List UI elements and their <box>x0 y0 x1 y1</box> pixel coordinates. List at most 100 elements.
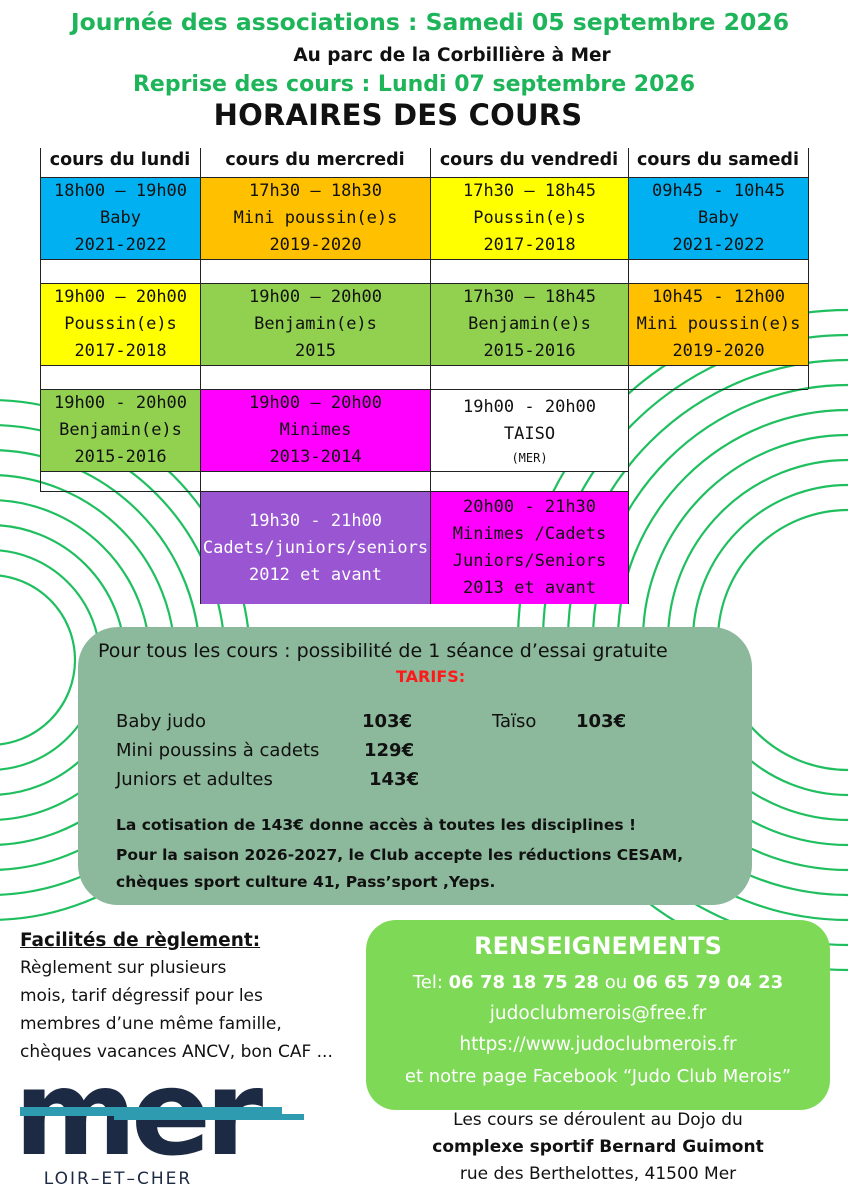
phone-number-2[interactable]: 06 65 79 04 23 <box>632 972 784 993</box>
price-label-mini-poussins: Mini poussins à cadets <box>116 740 320 761</box>
payment-line-1: Règlement sur plusieurs <box>20 958 227 978</box>
page-title: HORAIRES DES COURS <box>213 98 583 132</box>
contact-title: RENSEIGNEMENTS <box>474 932 722 960</box>
trial-session-text: Pour tous les cours : possibilité de 1 s… <box>98 640 668 662</box>
schedule-cell-group: Benjamin(e)s <box>59 420 182 440</box>
tarifs-box: Pour tous les cours : possibilité de 1 s… <box>78 627 752 905</box>
schedule-cell-group: Minimes <box>279 420 352 440</box>
table-gridline <box>40 389 808 390</box>
phone-or: ou <box>604 972 628 993</box>
schedule-cell-years: 2017-2018 <box>74 341 167 361</box>
column-header-0: cours du lundi <box>49 150 191 170</box>
price-label-baby: Baby judo <box>116 711 207 732</box>
schedule-cell-time: 09h45 - 10h45 <box>651 181 786 201</box>
schedule-cell-time: 17h30 – 18h45 <box>462 181 597 201</box>
price-value-juniors: 143€ <box>369 769 420 790</box>
mer-logo-teal-swoosh-2 <box>114 1114 304 1120</box>
column-header-3: cours du samedi <box>637 150 799 170</box>
facebook-page-text[interactable]: et notre page Facebook “Judo Club Merois… <box>404 1066 792 1087</box>
schedule-cell-years: 2012 et avant <box>248 564 383 585</box>
discounts-note-line2: chèques sport culture 41, Pass’sport ,Ye… <box>116 873 496 891</box>
table-gridline <box>40 471 628 472</box>
schedule-cell-years: 2013-2014 <box>269 447 362 467</box>
schedule-cell-years: 2015-2016 <box>483 341 576 361</box>
email-link[interactable]: judoclubmerois@free.fr <box>489 1003 707 1024</box>
tarifs-title: TARIFS: <box>396 667 466 686</box>
payment-title: Facilités de règlement: <box>20 930 261 951</box>
price-value-taiso: 103€ <box>576 711 627 732</box>
schedule-cell-time: 10h45 - 12h00 <box>651 287 786 307</box>
schedule-cell-time: 18h00 – 19h00 <box>53 181 188 201</box>
mer-logo-subtitle: LOIR–ET–CHER <box>44 1169 192 1189</box>
schedule-cell-group: Poussin(e)s <box>64 314 177 334</box>
schedule-cell-group: Mini poussin(e)s <box>636 314 801 334</box>
website-link[interactable]: https://www.judoclubmerois.fr <box>459 1034 737 1055</box>
association-day-heading: Journée des associations : Samedi 05 sep… <box>70 8 790 36</box>
mer-logo-teal-swoosh-1 <box>20 1107 282 1116</box>
phone-number-1[interactable]: 06 78 18 75 28 <box>448 972 599 993</box>
table-gridline <box>430 148 431 604</box>
price-label-taiso: Taïso <box>492 711 537 732</box>
schedule-cell-time: 19h30 - 21h00 <box>248 510 383 531</box>
table-gridline <box>40 177 808 178</box>
schedule-cell-group: Baby <box>698 208 739 228</box>
location-line-3: rue des Berthelottes, 41500 Mer <box>459 1164 737 1184</box>
schedule-cell-group: Minimes /Cadets <box>452 524 607 544</box>
classes-resume-heading: Reprise des cours : Lundi 07 septembre 2… <box>132 72 696 97</box>
table-gridline <box>628 148 629 604</box>
table-gridline <box>40 365 808 366</box>
contact-box: RENSEIGNEMENTS Tel: 06 78 18 75 28 ou 06… <box>366 920 830 1110</box>
schedule-cell-group: Benjamin(e)s <box>254 314 377 334</box>
venue-heading: Au parc de la Corbillière à Mer <box>293 45 611 66</box>
schedule-cell-years: (MER) <box>511 450 548 465</box>
schedule-cell-years: 2021-2022 <box>672 235 765 255</box>
schedule-cell-years: 2017-2018 <box>483 235 576 255</box>
schedule-cell-time: 17h30 – 18h45 <box>462 287 597 307</box>
schedule-cell-group: Cadets/juniors/seniors <box>202 537 429 558</box>
schedule-cell-time: 19h00 - 20h00 <box>462 396 597 417</box>
schedule-cell-years: 2019-2020 <box>672 341 765 361</box>
schedule-cell-group: Poussin(e)s <box>473 208 586 228</box>
table-gridline <box>200 148 201 604</box>
payment-line-2: mois, tarif dégressif pour les <box>20 986 263 1006</box>
membership-note: La cotisation de 143€ donne accès à tout… <box>116 816 637 834</box>
schedule-cell-time: 19h00 - 20h00 <box>53 393 188 413</box>
price-value-mini-poussins: 129€ <box>364 740 415 761</box>
schedule-cell-group: Benjamin(e)s <box>468 314 591 334</box>
schedule-cell-group: TAISO <box>503 423 556 444</box>
location-line-1: Les cours se déroulent au Dojo du <box>453 1110 743 1130</box>
payment-line-3: membres d’une même famille, <box>20 1014 282 1034</box>
schedule-cell-years: 2021-2022 <box>74 235 167 255</box>
mer-logo: mer LOIR–ET–CHER <box>14 1066 304 1189</box>
table-gridline <box>40 491 628 492</box>
table-gridline <box>40 283 808 284</box>
table-gridline <box>808 148 809 389</box>
schedule-cell-group: Baby <box>100 208 141 228</box>
schedule-cell-years: 2015-2016 <box>74 447 167 467</box>
schedule-cell-time: 19h00 – 20h00 <box>53 287 188 307</box>
mer-logo-word: mer <box>14 1066 263 1182</box>
schedule-cell-group: Mini poussin(e)s <box>233 208 398 228</box>
schedule-cell-time: 19h00 – 20h00 <box>248 287 383 307</box>
phone-line: Tel: 06 78 18 75 28 ou 06 65 79 04 23 <box>366 972 830 993</box>
price-value-baby: 103€ <box>362 711 413 732</box>
schedule-cell-years: 2013 et avant <box>462 578 597 598</box>
column-header-2: cours du vendredi <box>439 150 619 170</box>
schedule-cell-years: 2015 <box>295 341 336 361</box>
table-gridline <box>40 148 41 491</box>
payment-line-4: chèques vacances ANCV, bon CAF ... <box>20 1042 333 1062</box>
schedule-cell-extra: Juniors/Seniors <box>452 551 607 571</box>
schedule-cell-years: 2019-2020 <box>269 235 362 255</box>
location-line-2: complexe sportif Bernard Guimont <box>432 1137 764 1157</box>
